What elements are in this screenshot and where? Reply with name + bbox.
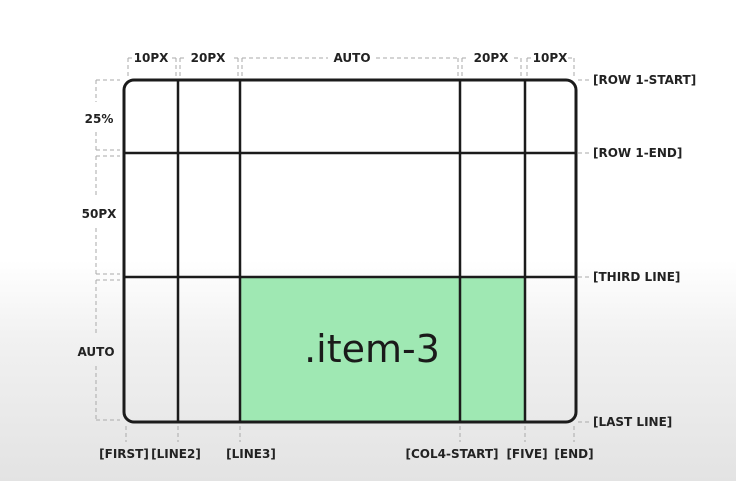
item-3-area	[239, 276, 526, 423]
column-line-col4-start: [COL4-START]	[405, 447, 498, 461]
column-size-4: 20PX	[474, 51, 509, 65]
row-size-1: 25%	[85, 112, 114, 126]
row-grid-lines	[124, 151, 576, 279]
row-size-2: 50PX	[82, 207, 117, 221]
row-line-row1-end: [ROW 1-END]	[593, 146, 682, 160]
row-name-guides	[578, 79, 590, 423]
column-line-line2: [LINE2]	[151, 447, 201, 461]
column-grid-lines	[176, 80, 527, 422]
column-size-guides	[127, 57, 575, 76]
column-line-end: [END]	[554, 447, 593, 461]
row-line-last-line: [LAST LINE]	[593, 415, 672, 429]
column-name-guides	[125, 426, 575, 442]
column-line-first: [FIRST]	[99, 447, 149, 461]
column-size-2: 20PX	[191, 51, 226, 65]
column-size-1: 10PX	[134, 51, 169, 65]
item-3-label: .item-3	[304, 327, 440, 371]
row-line-third-line: [THIRD LINE]	[593, 270, 680, 284]
column-size-5: 10PX	[533, 51, 568, 65]
column-line-line3: [LINE3]	[226, 447, 276, 461]
row-size-3: AUTO	[77, 345, 114, 359]
grid-container-border	[122, 78, 578, 424]
row-size-guides	[95, 79, 120, 421]
column-line-five: [FIVE]	[506, 447, 547, 461]
row-line-row1-start: [ROW 1-START]	[593, 73, 696, 87]
column-size-3: AUTO	[333, 51, 370, 65]
